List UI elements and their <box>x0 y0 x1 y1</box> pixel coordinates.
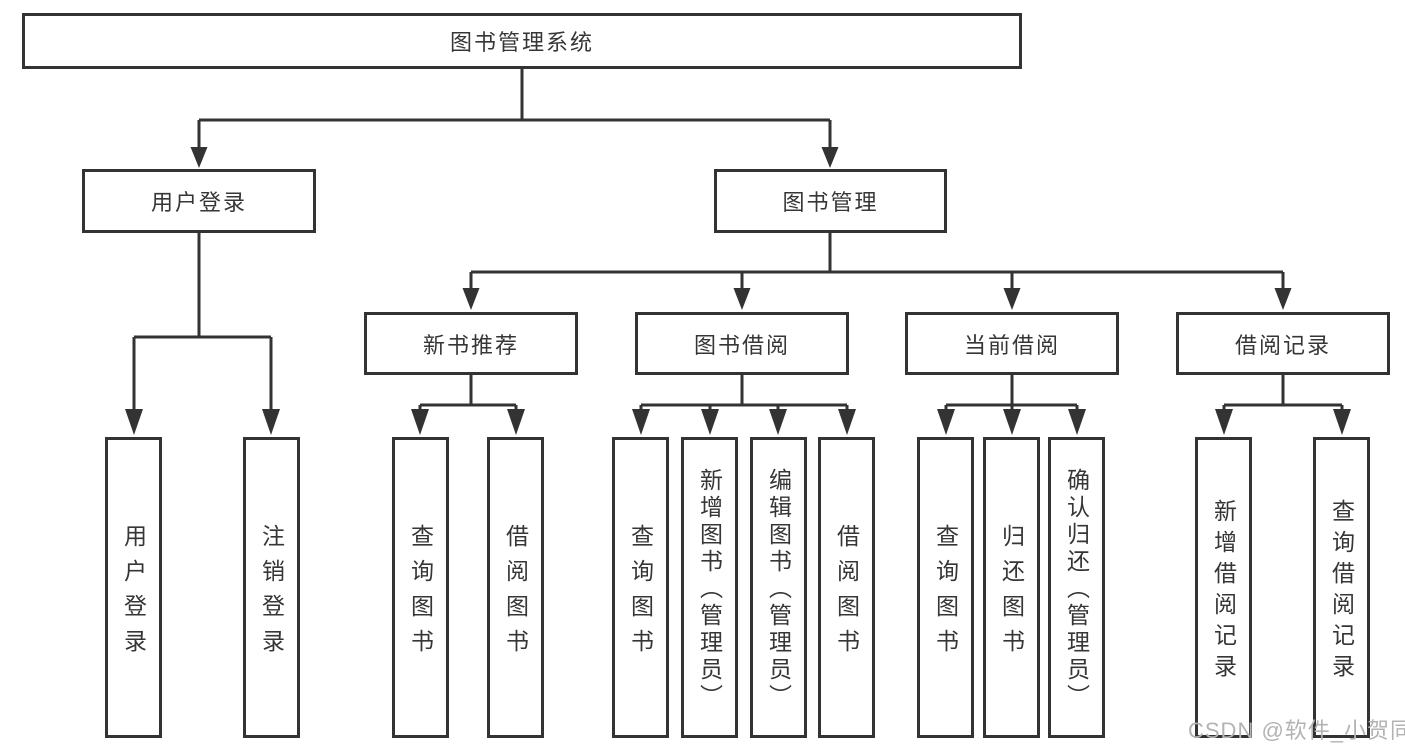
node-book-management: 图书管理 <box>714 169 947 233</box>
arrowheads <box>125 147 1351 435</box>
leaf-add-books-admin: 新增图书（管理员） <box>681 437 738 738</box>
leaf-edit-books-admin: 编辑图书（管理员） <box>750 437 807 738</box>
leaf-confirm-return-admin: 确认归还（管理员） <box>1048 437 1105 738</box>
node-label: 查询图书 <box>932 523 959 664</box>
node-label: 确认归还（管理员） <box>1063 468 1090 711</box>
node-book-borrowing: 图书借阅 <box>635 312 849 375</box>
node-label: 当前借阅 <box>963 332 1060 358</box>
node-label: 用户登录 <box>120 523 147 664</box>
node-label: 注销登录 <box>258 523 285 664</box>
node-user-login: 用户登录 <box>82 169 316 233</box>
node-label: 图书管理 <box>782 190 879 215</box>
leaf-logout-login: 注销登录 <box>243 437 300 738</box>
node-label: 查询图书 <box>627 523 654 664</box>
node-label: 借阅图书 <box>833 523 860 664</box>
leaf-query-books-current: 查询图书 <box>917 437 974 738</box>
node-new-book-recommendation: 新书推荐 <box>364 312 578 375</box>
node-label: 图书管理系统 <box>449 30 594 55</box>
leaf-add-borrow-record: 新增借阅记录 <box>1195 437 1252 738</box>
leaf-return-books: 归还图书 <box>983 437 1040 738</box>
leaf-borrow-books-borrowing: 借阅图书 <box>818 437 875 738</box>
node-label: 图书借阅 <box>693 332 790 358</box>
node-library-system: 图书管理系统 <box>22 13 1022 69</box>
node-label: 归还图书 <box>998 523 1025 664</box>
node-label: 新增图书（管理员） <box>696 468 723 711</box>
leaf-query-books-recommend: 查询图书 <box>392 437 449 738</box>
leaf-query-borrow-record: 查询借阅记录 <box>1313 437 1370 738</box>
watermark: CSDN @软件_小贺同学 <box>1188 718 1405 743</box>
node-label: 借阅图书 <box>502 523 529 664</box>
leaf-user-login: 用户登录 <box>105 437 162 738</box>
node-label: 新增借阅记录 <box>1210 498 1237 685</box>
leaf-borrow-books-recommend: 借阅图书 <box>487 437 544 738</box>
node-label: 编辑图书（管理员） <box>765 468 792 711</box>
node-current-borrowing: 当前借阅 <box>905 312 1119 375</box>
node-borrowing-records: 借阅记录 <box>1176 312 1390 375</box>
node-label: 新书推荐 <box>422 332 519 358</box>
leaf-query-books-borrowing: 查询图书 <box>612 437 669 738</box>
node-label: 借阅记录 <box>1234 332 1331 358</box>
node-label: 用户登录 <box>150 190 247 215</box>
node-label: 查询图书 <box>407 523 434 664</box>
node-label: 查询借阅记录 <box>1328 498 1355 685</box>
